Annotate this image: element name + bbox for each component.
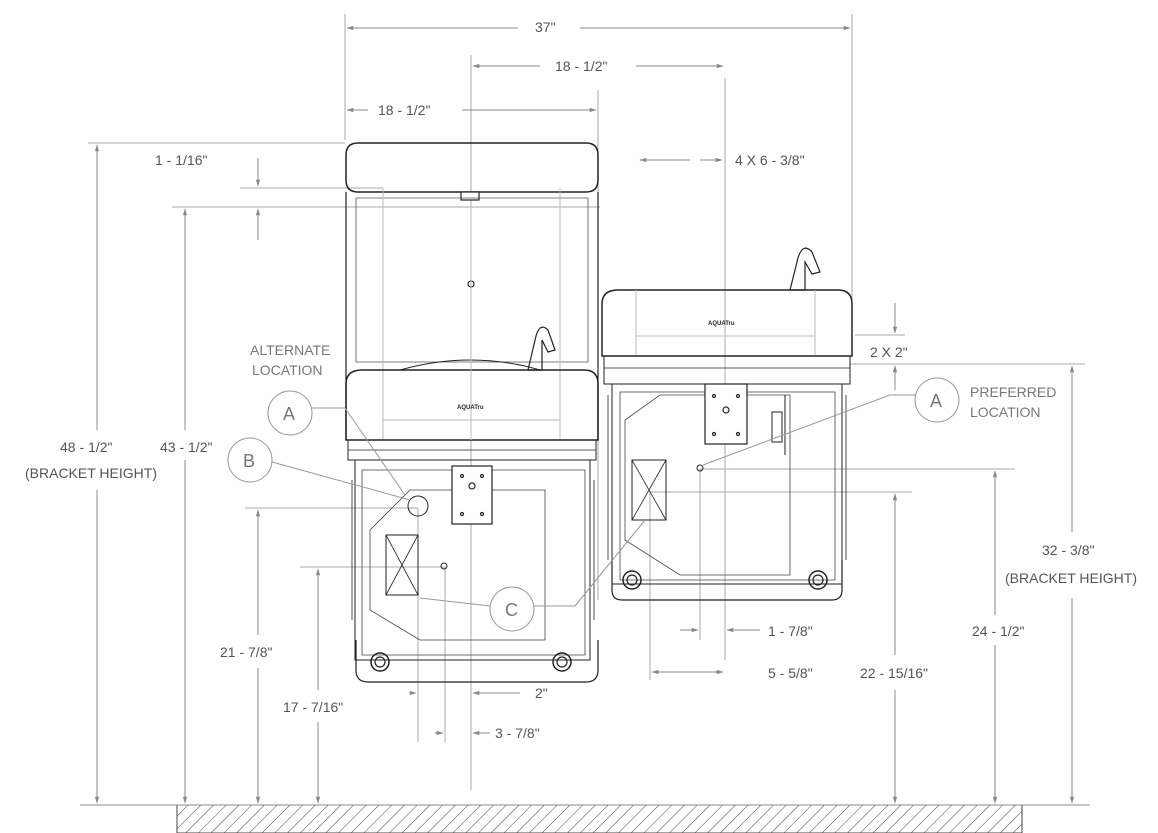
dim-left-center-offset: 2": [535, 685, 548, 701]
dimension-lines: [94, 25, 1075, 804]
bubble-a-left-letter: A: [283, 404, 295, 424]
bubble-c: [489, 586, 535, 632]
cooler-top-left: [345, 369, 599, 441]
dim-left-overall-height-note: (BRACKET HEIGHT): [25, 465, 157, 481]
dim-left-top-offset: 1 - 1/16": [155, 152, 207, 168]
dim-left-overall-height: 48 - 1/2": [60, 439, 112, 455]
dim-left-rough-in-height: 21 - 7/8": [220, 644, 272, 660]
dim-bracket-spacing: 4 X 6 - 3/8": [735, 152, 805, 168]
dim-right-drain-height: 22 - 15/16": [860, 665, 928, 681]
bubbler-right: [789, 247, 821, 291]
dim-total-width: 37": [535, 19, 556, 35]
dim-right-center-offset: 1 - 7/8": [768, 623, 813, 639]
bubble-b: [227, 437, 273, 483]
bubble-c-letter: C: [505, 600, 518, 620]
junction-box-left: [385, 534, 419, 596]
dim-left-drain-offset: 3 - 7/8": [495, 725, 540, 741]
dim-right-drain-offset: 5 - 5/8": [768, 665, 813, 681]
dim-left-drain-height: 17 - 7/16": [283, 699, 343, 715]
dim-left-unit-width: 18 - 1/2": [378, 102, 430, 118]
cooler-top-right: [601, 289, 853, 357]
brand-logo-right: AQUATru: [708, 321, 735, 327]
bubble-b-letter: B: [243, 451, 255, 471]
left-unit-bottle-filler: [345, 142, 599, 683]
alternate-location-label-line1: ALTERNATE: [250, 342, 330, 358]
bubbler-left: [527, 326, 556, 371]
dim-right-rough-in-height: 24 - 1/2": [972, 623, 1024, 639]
callouts: [227, 377, 960, 632]
junction-box-right: [631, 459, 667, 521]
right-unit-cooler: [601, 247, 853, 601]
dim-right-bracket-height-note: (BRACKET HEIGHT): [1005, 570, 1137, 586]
dim-bracket-offset: 2 X 2": [870, 344, 908, 360]
filler-recess: [355, 197, 589, 363]
preferred-location-label-line1: PREFERRED: [970, 384, 1056, 400]
bubble-a-right-letter: A: [930, 391, 942, 411]
dim-left-bracket-height: 43 - 1/2": [160, 439, 212, 455]
alternate-location-label-line2: LOCATION: [252, 362, 323, 378]
bottle-filler-head: [345, 142, 599, 193]
floor: [80, 804, 1090, 833]
preferred-location-label-line2: LOCATION: [970, 404, 1041, 420]
brand-logo-left: AQUATru: [457, 405, 484, 411]
dim-right-bracket-height: 32 - 3/8": [1042, 542, 1094, 558]
bubble-a-right: [914, 377, 960, 423]
dim-unit-spacing: 18 - 1/2": [555, 58, 607, 74]
bubble-a-left: [267, 390, 313, 436]
